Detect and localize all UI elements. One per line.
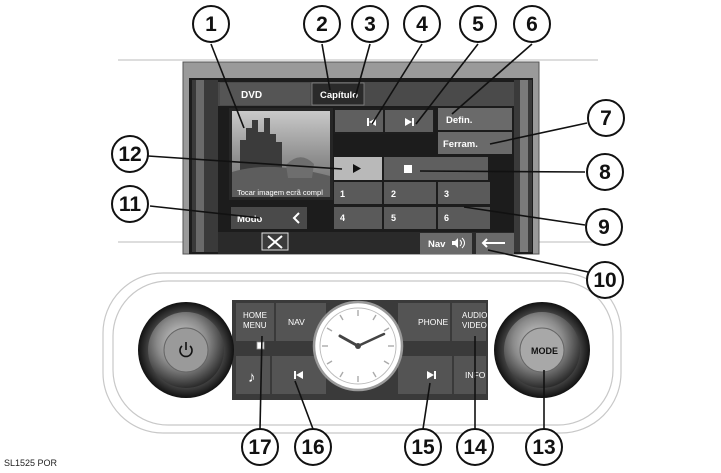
skip-next-icon [427,371,436,379]
source-tab-dvd[interactable] [220,83,310,105]
callout-17-number: 17 [248,436,271,459]
callout-9-number: 9 [598,216,610,239]
nav-console-label: NAV [288,317,305,327]
next-track-button[interactable] [398,356,452,394]
video-caption: Tocar imagem ecrã compl [237,188,323,197]
callout-3: 3 [351,5,389,43]
chapter-6-label: 6 [444,213,449,223]
control-console: MODE HOME MENU NAV PHONE AUDIO VIDEO ♪ I… [102,272,622,434]
callout-8-number: 8 [599,161,611,184]
callout-14: 14 [456,428,494,466]
callout-8: 8 [586,153,624,191]
callout-5-number: 5 [472,13,484,36]
clock-minute-hand [356,332,386,348]
chapter-tab[interactable] [311,82,365,106]
music-button[interactable] [236,356,270,394]
nav-button[interactable] [420,233,472,254]
callout-3-number: 3 [364,13,376,36]
video-label: VIDEO [462,321,487,330]
callout-16-number: 16 [301,436,324,459]
mode-button-label: Modo [237,214,263,225]
phone-label: PHONE [418,317,449,327]
play-icon [353,164,361,173]
callout-4-number: 4 [416,13,428,36]
callout-13-number: 13 [532,436,555,459]
callout-leaders [147,43,589,430]
callout-17: 17 [241,428,279,466]
chapter-grid: 1 2 3 4 5 6 [334,182,490,229]
callout-2-number: 2 [316,13,328,36]
video-preview[interactable]: Tocar imagem ecrã compl [229,108,333,200]
callout-11: 11 [111,185,149,223]
callout-6: 6 [513,5,551,43]
callout-9: 9 [585,208,623,246]
callout-13: 13 [525,428,563,466]
chapter-tab-label: Capítulo [320,90,358,101]
analog-clock [312,300,404,392]
power-icon [179,342,193,358]
stop-button[interactable] [384,157,488,180]
callout-14-number: 14 [463,436,487,459]
callout-1: 1 [192,5,230,43]
home-label: HOME [243,311,267,320]
define-button-label: Defin. [446,115,472,126]
mode-knob[interactable]: MODE [494,302,590,398]
chapter-5-label: 5 [391,213,396,223]
menu-label: MENU [243,321,267,330]
callout-7-number: 7 [600,107,612,130]
mode-button[interactable] [231,207,307,229]
audio-video-button[interactable] [452,303,486,341]
mode-knob-label: MODE [531,346,558,356]
nav-button-label: Nav [428,239,446,250]
chapter-2-label: 2 [391,189,396,199]
callout-11-number: 11 [119,193,142,216]
figure-code: SL1525 POR [4,458,58,468]
chapter-6-button[interactable] [438,207,490,229]
music-note-icon: ♪ [248,369,256,386]
callout-12: 12 [111,135,149,173]
clock-hour-hand [338,334,360,348]
callout-1-number: 1 [205,13,217,36]
callout-10: 10 [586,261,624,299]
chapter-3-button[interactable] [438,182,490,204]
chapter-1-button[interactable] [334,182,382,204]
chevron-left-icon [292,212,300,224]
chapter-4-label: 4 [340,213,345,223]
tools-button[interactable] [438,132,512,154]
skip-next-icon [405,118,414,126]
callout-5: 5 [459,5,497,43]
power-volume-knob[interactable] [138,302,234,398]
callout-16: 16 [294,428,332,466]
chapter-3-label: 3 [444,189,449,199]
phone-button[interactable] [398,303,450,341]
callout-7: 7 [587,99,625,137]
callout-4: 4 [403,5,441,43]
stop-icon [404,165,412,173]
callout-15-number: 15 [411,436,435,459]
chapter-4-button[interactable] [334,207,382,229]
touch-screen: DVD Capítulo Tocar imagem ecrã compl Def… [118,59,598,255]
speaker-icon [452,237,465,249]
callout-15: 15 [404,428,442,466]
home-menu-button[interactable] [236,303,274,341]
tools-button-label: Ferram. [443,139,478,150]
audio-label: AUDIO [462,311,487,320]
define-button[interactable] [438,108,512,130]
previous-chapter-button[interactable] [335,110,383,132]
close-x-icon [267,235,283,249]
return-arrow-icon [481,238,505,248]
info-button[interactable] [454,356,486,394]
callout-6-number: 6 [526,13,538,36]
skip-previous-icon [294,371,303,379]
chapter-2-button[interactable] [384,182,436,204]
callout-12-number: 12 [118,143,141,166]
callouts: 1 2 3 4 5 6 7 8 9 10 11 12 13 14 15 16 1… [111,5,625,466]
source-tab-label: DVD [241,90,262,101]
castle-image [240,118,282,170]
callout-2: 2 [303,5,341,43]
callout-10-number: 10 [593,269,616,292]
chapter-1-label: 1 [340,189,345,199]
chapter-5-button[interactable] [384,207,436,229]
